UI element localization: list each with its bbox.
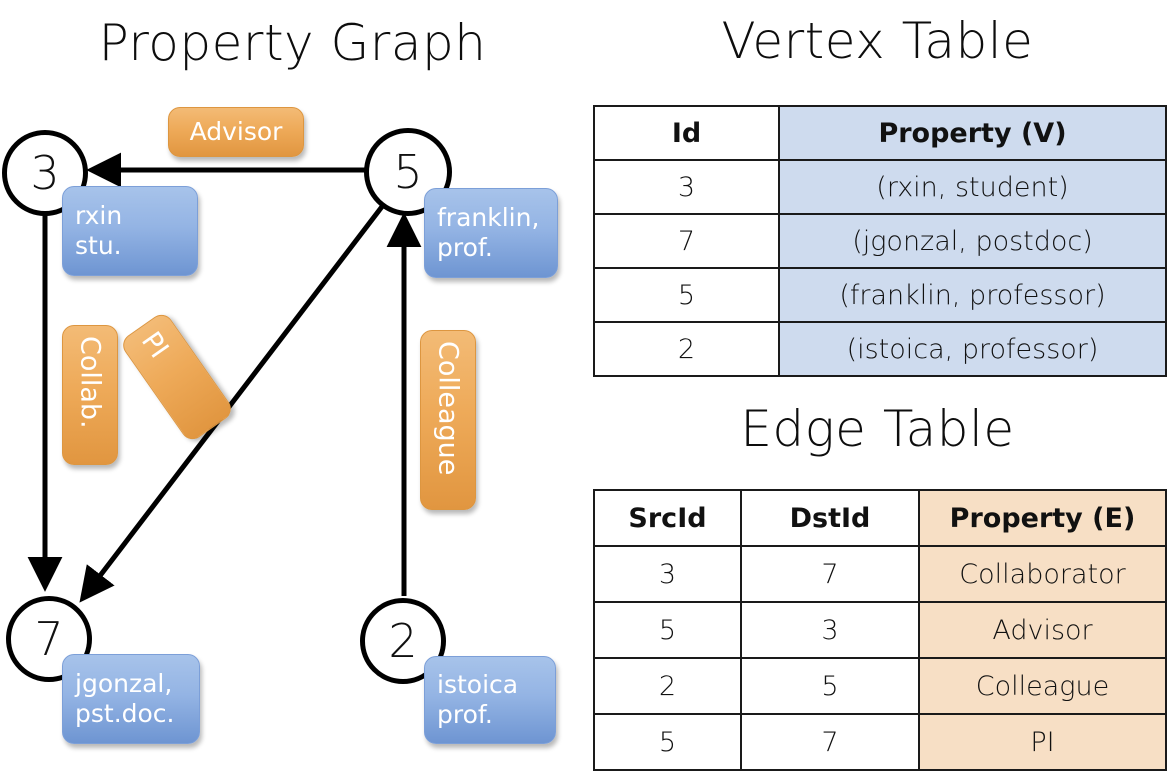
edge-cell-src: 2 (593, 657, 742, 715)
graph-node-5[interactable]: 5 (364, 128, 452, 216)
edge-label-collab: Collab. (74, 336, 106, 429)
edge-label-advisor: Advisor (189, 116, 283, 146)
edge-cell-src: 5 (593, 601, 742, 659)
graph-node-3-label-box: rxin stu. (62, 186, 198, 276)
vertex-cell-property: (istoica, professor) (778, 321, 1167, 377)
edge-table-header-property: Property (E) (918, 489, 1167, 547)
page-title-property-graph: Property Graph (98, 14, 487, 72)
table-row: 5 (franklin, professor) (593, 267, 1167, 323)
edge-label-advisor-box: Advisor (168, 107, 304, 157)
vertex-cell-id: 2 (593, 321, 780, 377)
graph-node-3-label: rxin stu. (75, 200, 123, 261)
vertex-cell-property: (rxin, student) (778, 159, 1167, 215)
vertex-cell-id: 7 (593, 213, 780, 269)
graph-node-7-id: 7 (34, 612, 64, 666)
graph-node-5-label-box: franklin, prof. (424, 188, 558, 278)
graph-node-2-id: 2 (388, 614, 418, 668)
edge-cell-property: Collaborator (918, 545, 1167, 603)
page-title-edge-table: Edge Table (740, 400, 1015, 458)
graph-node-2[interactable]: 2 (360, 598, 446, 684)
graph-node-7-label: jgonzal, pst.doc. (75, 668, 175, 729)
table-row: 2 5 Colleague (593, 657, 1167, 715)
edge-cell-src: 3 (593, 545, 742, 603)
property-graph-diagram: 3 5 7 2 rxin stu. franklin, prof. jgonza… (0, 0, 585, 760)
vertex-table-header-id: Id (593, 105, 780, 161)
edge-label-colleague-box: Colleague (420, 330, 476, 510)
edge-label-collab-box: Collab. (62, 325, 118, 465)
graph-node-5-id: 5 (393, 145, 423, 199)
vertex-cell-id: 5 (593, 267, 780, 323)
edge-cell-property: PI (918, 713, 1167, 771)
edge-cell-src: 5 (593, 713, 742, 771)
vertex-cell-property: (jgonzal, postdoc) (778, 213, 1167, 269)
table-row: 5 3 Advisor (593, 601, 1167, 659)
vertex-cell-property: (franklin, professor) (778, 267, 1167, 323)
edge-cell-property: Colleague (918, 657, 1167, 715)
table-row: 3 (rxin, student) (593, 159, 1167, 215)
graph-node-3-id: 3 (30, 146, 60, 200)
edge-cell-dst: 7 (740, 545, 920, 603)
edge-table-header-row: SrcId DstId Property (E) (593, 489, 1167, 547)
edge-table-header-srcid: SrcId (593, 489, 742, 547)
edge-cell-dst: 3 (740, 601, 920, 659)
vertex-cell-id: 3 (593, 159, 780, 215)
table-row: 5 7 PI (593, 713, 1167, 771)
graph-node-5-label: franklin, prof. (437, 202, 540, 263)
vertex-table-header-row: Id Property (V) (593, 105, 1167, 161)
vertex-table-header-property: Property (V) (778, 105, 1167, 161)
table-row: 7 (jgonzal, postdoc) (593, 213, 1167, 269)
edge-cell-dst: 5 (740, 657, 920, 715)
table-row: 3 7 Collaborator (593, 545, 1167, 603)
graph-node-7-label-box: jgonzal, pst.doc. (62, 654, 200, 744)
table-row: 2 (istoica, professor) (593, 321, 1167, 377)
edge-label-colleague: Colleague (432, 341, 464, 476)
page-title-vertex-table: Vertex Table (721, 12, 1034, 70)
graph-node-2-label-box: istoica prof. (424, 656, 556, 744)
edge-table: SrcId DstId Property (E) 3 7 Collaborato… (593, 489, 1167, 771)
vertex-table: Id Property (V) 3 (rxin, student) 7 (jgo… (593, 105, 1167, 377)
graph-node-2-label: istoica prof. (437, 669, 519, 730)
graph-edges-svg (27, 152, 422, 603)
edge-5-to-7-pi (79, 202, 386, 603)
edge-table-header-dstid: DstId (740, 489, 920, 547)
edge-cell-property: Advisor (918, 601, 1167, 659)
edge-cell-dst: 7 (740, 713, 920, 771)
